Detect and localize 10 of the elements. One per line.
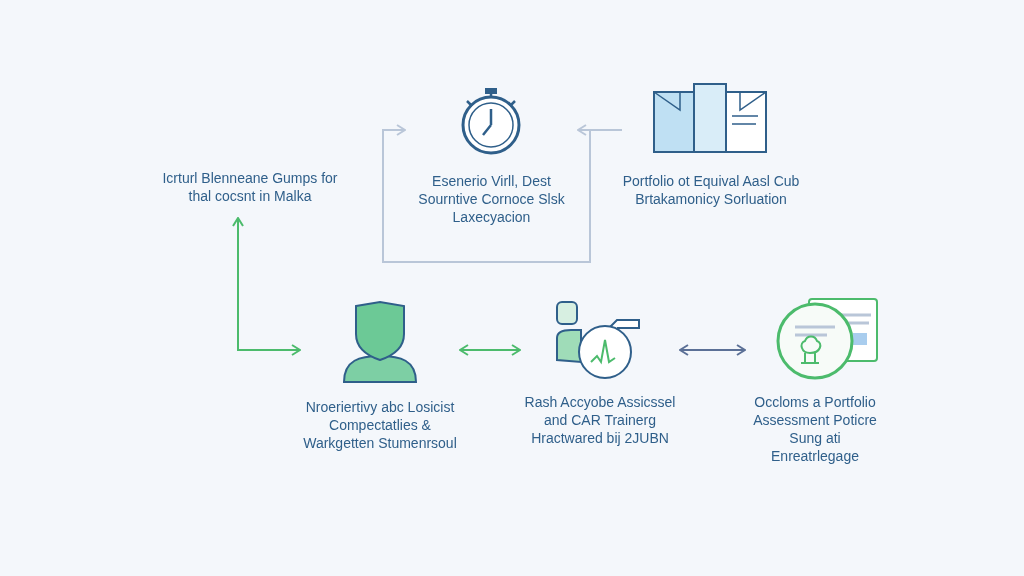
node-label: Esenerio Virll, Dest Sourntive Cornoce Slsk Laxecyacion	[417, 172, 566, 226]
arrow	[679, 344, 746, 356]
arrow	[459, 344, 521, 356]
arrow	[382, 124, 623, 263]
node-label: Nroeriertivy abc Losicist Compectatlies & Warkgetten Stumenrsoul	[302, 398, 458, 452]
node-label: Occloms a Portfolio Assessment Poticre Sung ati Enreatrlegage	[752, 393, 878, 465]
node-label: Rash Accyobe Assicssel and CAR Trainerg Hractwared bij 2JUBN	[523, 393, 677, 447]
node-label: Icrturl Blenneane Gumps for thal cocsnt in Malka	[161, 169, 339, 205]
node-label: Portfolio ot Equival Aasl Cub Brtakamonicy Sorluation	[622, 172, 800, 208]
arrow	[232, 217, 301, 356]
